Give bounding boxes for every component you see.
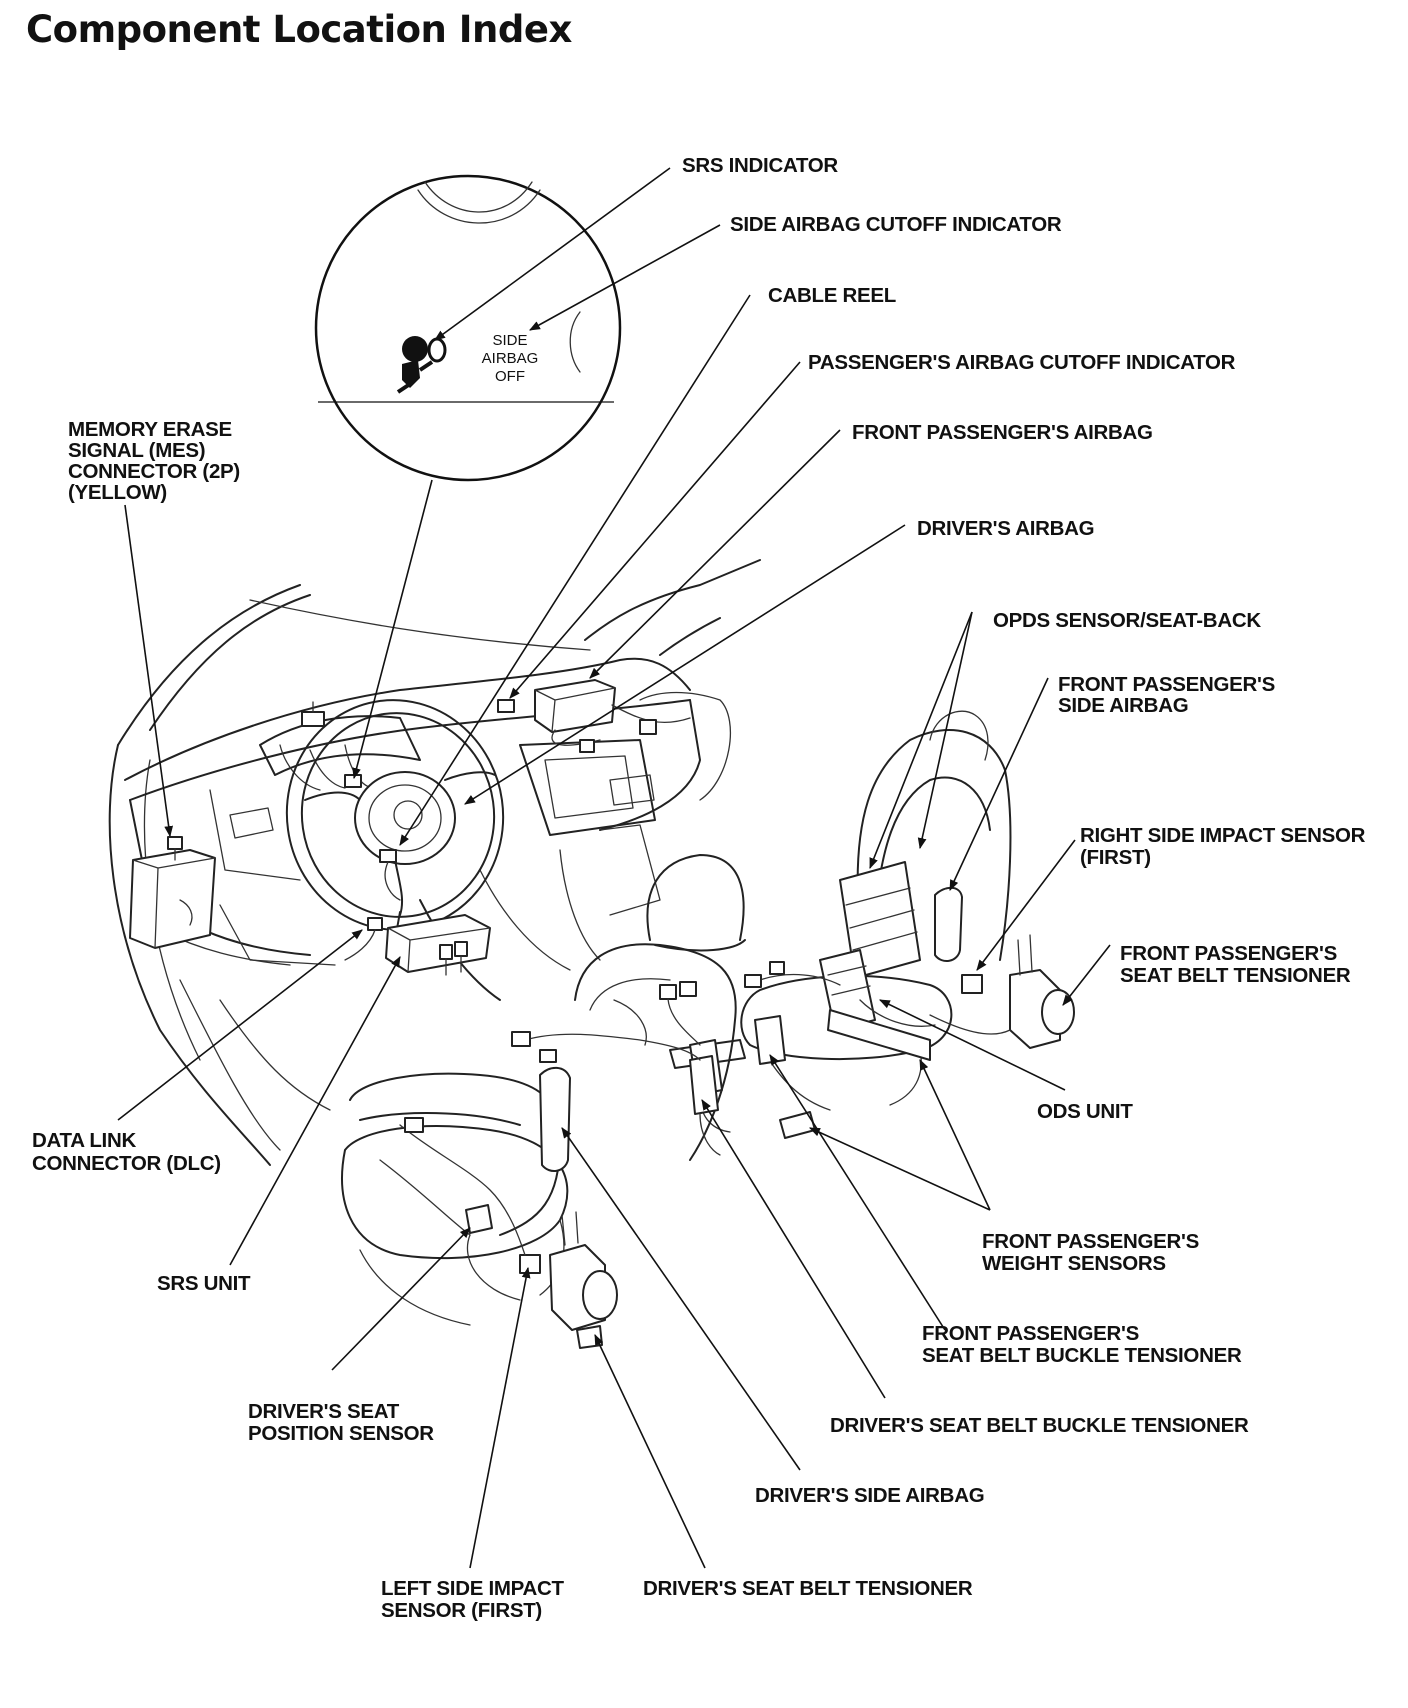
label-srs-unit: SRS UNIT [157, 1272, 251, 1295]
label-left-side-impact-sensor-1: LEFT SIDE IMPACT [381, 1577, 565, 1600]
dashboard-illustration [108, 559, 761, 1166]
label-front-passenger-seat-belt-buckle-tensioner-2: SEAT BELT BUCKLE TENSIONER [922, 1344, 1242, 1367]
label-front-passenger-side-airbag-1: FRONT PASSENGER'S [1058, 673, 1275, 696]
label-front-passenger-seat-belt-buckle-tensioner-1: FRONT PASSENGER'S [922, 1322, 1139, 1345]
label-driver-seat-belt-buckle-tensioner: DRIVER'S SEAT BELT BUCKLE TENSIONER [830, 1414, 1249, 1437]
page-title: Component Location Index [26, 8, 572, 51]
label-cable-reel: CABLE REEL [768, 284, 896, 307]
label-driver-seat-belt-tensioner: DRIVER'S SEAT BELT TENSIONER [643, 1577, 973, 1600]
side-airbag-off-text-1: SIDE [492, 332, 527, 349]
label-srs-indicator: SRS INDICATOR [682, 154, 838, 177]
label-right-side-impact-sensor-1: RIGHT SIDE IMPACT SENSOR [1080, 824, 1366, 847]
label-memory-erase-signal-connector-4: (YELLOW) [68, 481, 167, 504]
seats-illustration [341, 691, 1075, 1349]
label-right-side-impact-sensor-2: (FIRST) [1080, 846, 1151, 869]
label-passenger-airbag-cutoff-indicator: PASSENGER'S AIRBAG CUTOFF INDICATOR [808, 351, 1236, 374]
label-ods-unit: ODS UNIT [1037, 1100, 1133, 1123]
label-memory-erase-signal-connector-3: CONNECTOR (2P) [68, 460, 240, 483]
label-driver-seat-position-sensor-1: DRIVER'S SEAT [248, 1400, 400, 1423]
label-memory-erase-signal-connector-1: MEMORY ERASE [68, 418, 232, 441]
label-data-link-connector-2: CONNECTOR (DLC) [32, 1152, 221, 1175]
label-front-passenger-seat-belt-tensioner-1: FRONT PASSENGER'S [1120, 942, 1337, 965]
label-driver-side-airbag: DRIVER'S SIDE AIRBAG [755, 1484, 984, 1507]
label-front-passenger-seat-belt-tensioner-2: SEAT BELT TENSIONER [1120, 964, 1351, 987]
leader-lines [117, 167, 1111, 1569]
label-front-passenger-airbag: FRONT PASSENGER'S AIRBAG [852, 421, 1153, 444]
label-front-passenger-side-airbag-2: SIDE AIRBAG [1058, 694, 1188, 717]
label-memory-erase-signal-connector-2: SIGNAL (MES) [68, 439, 205, 462]
srs-indicator-inset: SIDE AIRBAG OFF [314, 174, 622, 482]
label-front-passenger-weight-sensors-1: FRONT PASSENGER'S [982, 1230, 1199, 1253]
label-data-link-connector-1: DATA LINK [32, 1129, 136, 1152]
label-front-passenger-weight-sensors-2: WEIGHT SENSORS [982, 1252, 1166, 1275]
callout-labels: SRS INDICATOR SIDE AIRBAG CUTOFF INDICAT… [32, 154, 1366, 1622]
label-opds-sensor: OPDS SENSOR/SEAT-BACK [993, 609, 1261, 632]
label-driver-seat-position-sensor-2: POSITION SENSOR [248, 1422, 434, 1445]
label-left-side-impact-sensor-2: SENSOR (FIRST) [381, 1599, 542, 1622]
label-side-airbag-cutoff-indicator: SIDE AIRBAG CUTOFF INDICATOR [730, 213, 1062, 236]
side-airbag-off-text-3: OFF [495, 368, 525, 385]
label-driver-airbag: DRIVER'S AIRBAG [917, 517, 1094, 540]
side-airbag-off-text-2: AIRBAG [482, 350, 539, 367]
